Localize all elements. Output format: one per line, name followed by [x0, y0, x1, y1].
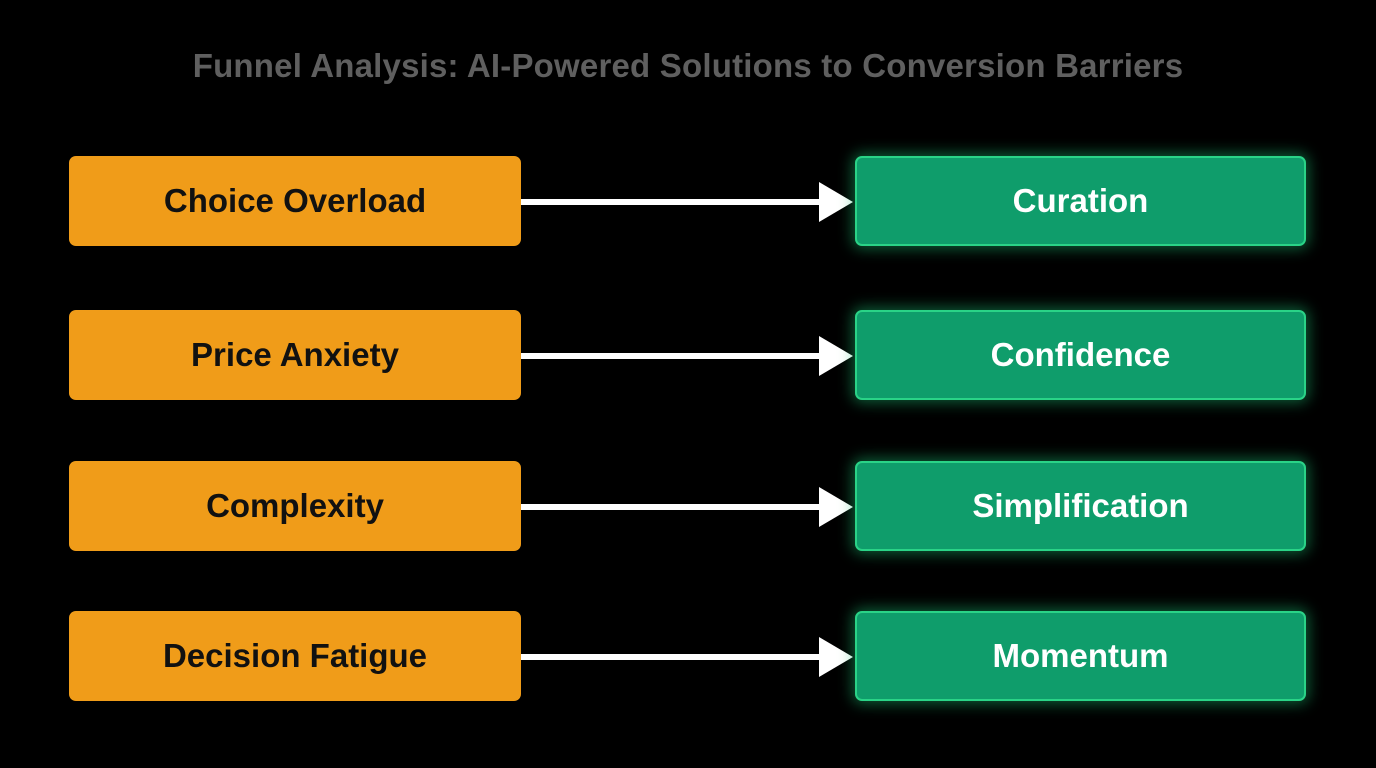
solution-box-momentum: Momentum: [855, 611, 1306, 701]
barrier-box-complexity: Complexity: [69, 461, 521, 551]
arrow-shaft: [521, 199, 821, 205]
arrow-head: [819, 336, 853, 376]
arrow-head: [819, 637, 853, 677]
arrow-right-icon: [521, 637, 855, 677]
mapping-row-1: Choice Overload Curation: [0, 156, 1376, 248]
barrier-box-price-anxiety: Price Anxiety: [69, 310, 521, 400]
solution-box-curation: Curation: [855, 156, 1306, 246]
barrier-box-choice-overload: Choice Overload: [69, 156, 521, 246]
solution-box-confidence: Confidence: [855, 310, 1306, 400]
arrow-shaft: [521, 353, 821, 359]
arrow-head: [819, 182, 853, 222]
diagram-title: Funnel Analysis: AI-Powered Solutions to…: [192, 47, 1184, 84]
arrow-right-icon: [521, 336, 855, 376]
mapping-row-2: Price Anxiety Confidence: [0, 310, 1376, 402]
arrow-shaft: [521, 654, 821, 660]
solution-box-simplification: Simplification: [855, 461, 1306, 551]
arrow-right-icon: [521, 182, 855, 222]
mapping-row-3: Complexity Simplification: [0, 461, 1376, 553]
barrier-box-decision-fatigue: Decision Fatigue: [69, 611, 521, 701]
arrow-head: [819, 487, 853, 527]
arrow-right-icon: [521, 487, 855, 527]
mapping-row-4: Decision Fatigue Momentum: [0, 611, 1376, 703]
arrow-shaft: [521, 504, 821, 510]
